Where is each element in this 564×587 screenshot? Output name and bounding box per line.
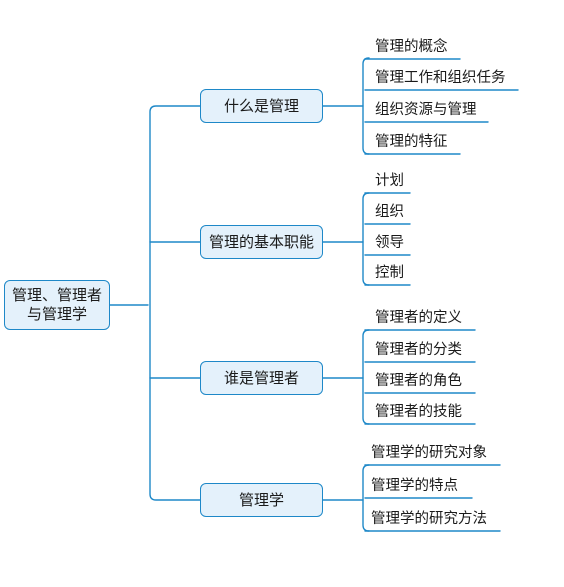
branch2-bracket [362,329,370,425]
branch-node-basic-functions: 管理的基本职能 [200,225,323,259]
leaf-item: 管理的特征 [375,134,448,150]
leaf-item: 控制 [375,265,404,281]
branch-label: 谁是管理者 [223,368,299,387]
root-node: 管理、管理者 与管理学 [4,280,110,330]
branch-node-who-are-managers: 谁是管理者 [200,361,323,395]
leaf-item: 管理者的角色 [375,373,462,389]
leaf-item: 管理工作和组织任务 [375,70,506,86]
leaf-item: 组织 [375,204,404,220]
leaf-item: 管理者的技能 [375,404,462,420]
trunk-line [149,105,201,501]
branch-node-management-science: 管理学 [200,483,323,517]
leaf-item: 管理的概念 [375,39,448,55]
leaf-item: 领导 [375,235,404,251]
leaf-item: 管理学的研究对象 [371,445,487,461]
leaf-item: 管理者的分类 [375,342,462,358]
leaf-item: 管理学的研究方法 [371,511,487,527]
leaf-item: 管理者的定义 [375,310,462,326]
leaf-item: 管理学的特点 [371,478,458,494]
branch-node-what-is-management: 什么是管理 [200,89,323,123]
branch-label: 管理的基本职能 [208,232,314,251]
branch-label: 管理学 [238,490,284,509]
branch0-bracket [362,57,370,155]
root-label: 管理、管理者 与管理学 [11,286,102,323]
branch-label: 什么是管理 [223,96,299,115]
leaf-item: 组织资源与管理 [375,102,477,118]
branch1-bracket [362,192,370,286]
leaf-item: 计划 [375,173,404,189]
